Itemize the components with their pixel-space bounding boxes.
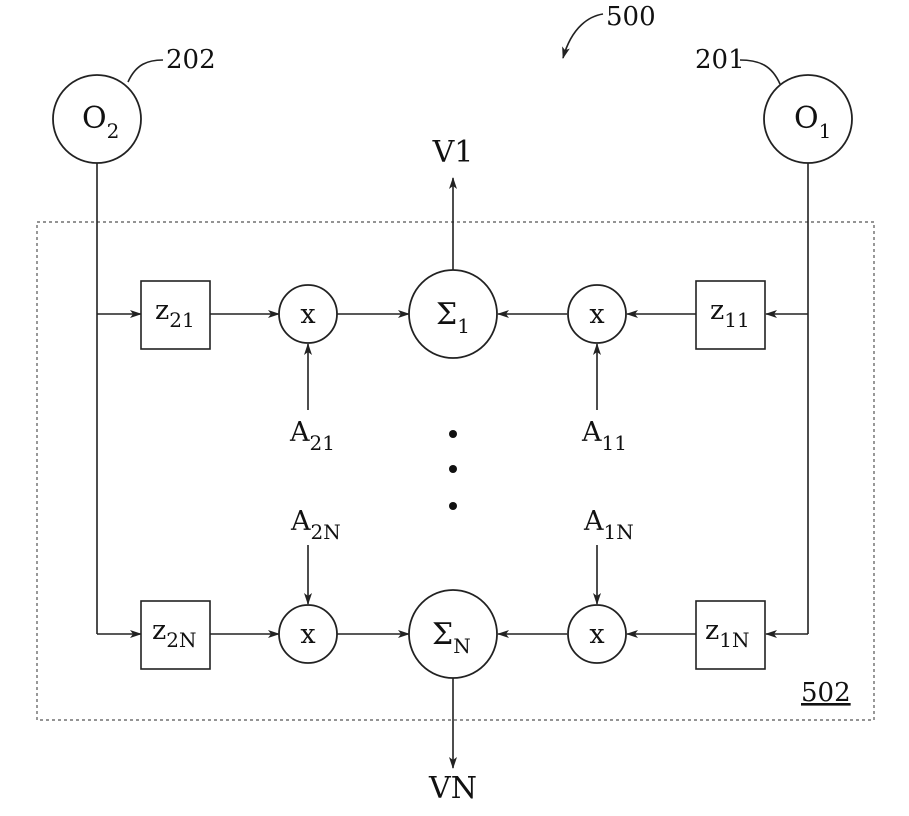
ellipsis-dot (449, 430, 457, 438)
summer-1-label: Σ1 (436, 297, 470, 338)
source-ref-201-leader (739, 59, 781, 85)
multiplier-2N-label: x (300, 619, 315, 650)
weight-a11-label: A11 (581, 417, 627, 455)
processing-block-boundary (36, 221, 875, 721)
multiplier-1N: x (567, 604, 627, 664)
figure-ref-500-leader (562, 13, 604, 59)
output-v1-label: V1 (432, 135, 474, 170)
multiplier-2N: x (278, 604, 338, 664)
ellipsis-dot (449, 465, 457, 473)
source-ref-202: 202 (166, 45, 216, 75)
output-vN-label: VN (428, 771, 477, 806)
weight-a21-label: A21 (289, 417, 335, 455)
weight-a1N-label: A1N (583, 506, 634, 544)
delay-z21-label: z21 (155, 295, 195, 332)
multiplier-21: x (278, 284, 338, 344)
delay-z11: z11 (695, 280, 766, 350)
summer-1: Σ1 (408, 269, 498, 359)
weight-a2N-label: A2N (290, 506, 341, 544)
source-o2-label: O2 (82, 101, 119, 143)
source-o1: O1 (763, 74, 853, 164)
delay-z2N: z2N (140, 600, 211, 670)
delay-z1N: z1N (695, 600, 766, 670)
ellipsis-dot (449, 502, 457, 510)
delay-z21: z21 (140, 280, 211, 350)
delay-z1N-label: z1N (705, 615, 749, 652)
multiplier-11-label: x (589, 299, 604, 330)
source-o1-label: O1 (794, 101, 831, 143)
summer-N-label: ΣN (432, 617, 471, 658)
block-ref-502: 502 (801, 678, 851, 708)
delay-z11-label: z11 (710, 295, 750, 332)
summer-N: ΣN (408, 589, 498, 679)
source-ref-201: 201 (695, 45, 745, 75)
multiplier-21-label: x (300, 299, 315, 330)
delay-z2N-label: z2N (152, 615, 196, 652)
multiplier-11: x (567, 284, 627, 344)
source-ref-202-leader (127, 59, 164, 83)
figure-ref-500: 500 (606, 2, 656, 32)
multiplier-1N-label: x (589, 619, 604, 650)
source-o2: O2 (52, 74, 142, 164)
